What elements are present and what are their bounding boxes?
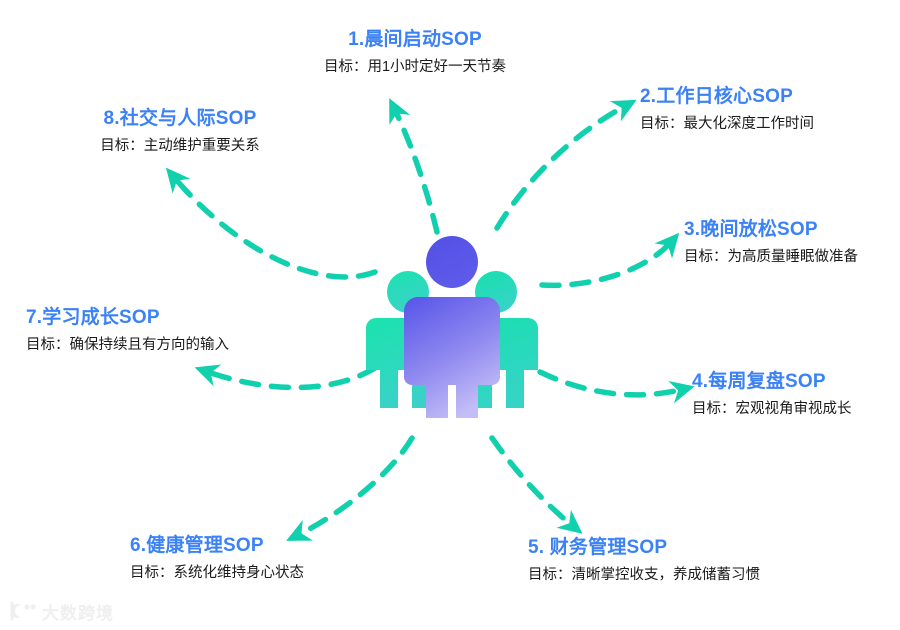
arrow-to-node-1 [389,98,440,235]
arrow-to-node-8 [165,167,378,280]
watermark: 大数跨境 [10,599,114,623]
brand-logo-icon [10,601,36,621]
node-goal: 目标：宏观视角审视成长 [692,400,852,417]
arrow-to-node-7 [194,364,378,391]
arrow-to-node-6 [286,435,415,541]
node-title: 4.每周复盘SOP [692,371,826,392]
node-title: 5. 财务管理SOP [528,537,668,558]
arrow-to-node-4 [537,369,695,404]
node-finance-management[interactable]: 5. 财务管理SOP 目标：清晰掌控收支，养成储蓄习惯 [528,536,790,585]
node-title: 6.健康管理SOP [130,535,264,556]
figure-person-center [404,236,500,418]
node-evening-relax[interactable]: 3.晚间放松SOP 目标：为高质量睡眠做准备 [684,218,890,267]
node-weekly-review[interactable]: 4.每周复盘SOP 目标：宏观视角审视成长 [692,370,890,419]
node-title: 3.晚间放松SOP [684,219,818,240]
node-workday-core[interactable]: 2.工作日核心SOP 目标：最大化深度工作时间 [640,85,890,134]
node-goal: 目标：主动维护重要关系 [100,137,260,154]
node-goal: 目标：系统化维持身心状态 [130,564,304,581]
node-goal: 目标：清晰掌控收支，养成储蓄习惯 [528,566,760,583]
node-title: 7.学习成长SOP [26,307,160,328]
node-title: 1.晨间启动SOP [348,29,482,50]
center-group-icon [366,236,538,418]
node-learning-growth[interactable]: 7.学习成长SOP 目标：确保持续且有方向的输入 [26,306,256,355]
node-health-management[interactable]: 6.健康管理SOP 目标：系统化维持身心状态 [130,534,330,583]
node-goal: 目标：用1小时定好一天节奏 [323,58,507,75]
arrow-to-node-5 [489,435,583,534]
arrow-to-node-2 [494,99,637,231]
node-title: 2.工作日核心SOP [640,86,793,107]
node-title: 8.社交与人际SOP [103,108,257,129]
node-social-relationship[interactable]: 8.社交与人际SOP 目标：主动维护重要关系 [80,107,280,156]
node-goal: 目标：为高质量睡眠做准备 [684,248,858,265]
arrow-to-node-3 [539,232,680,289]
watermark-text: 大数跨境 [42,603,114,623]
node-morning-startup[interactable]: 1.晨间启动SOP 目标：用1小时定好一天节奏 [300,28,530,77]
node-goal: 目标：最大化深度工作时间 [640,115,814,132]
node-goal: 目标：确保持续且有方向的输入 [26,336,229,353]
